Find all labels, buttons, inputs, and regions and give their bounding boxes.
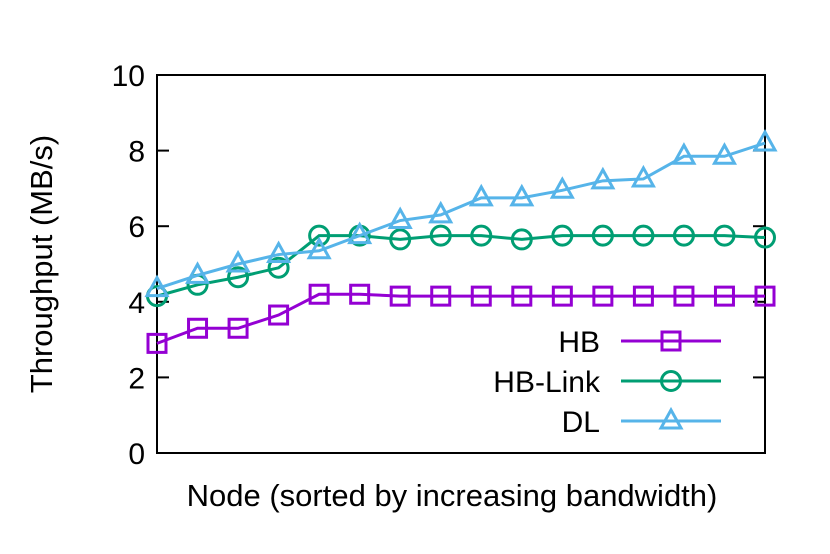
- data-point: [632, 224, 655, 247]
- data-point: [308, 283, 330, 305]
- y-axis: 0 2 4 6 8 10: [112, 60, 765, 471]
- series-line: [156, 234, 766, 298]
- data-point: [672, 224, 695, 247]
- data-point: [268, 304, 290, 326]
- legend-marker: [658, 406, 684, 430]
- data-point: [146, 332, 168, 354]
- data-point: [470, 285, 492, 307]
- data-point: [187, 317, 209, 339]
- data-point: [592, 285, 614, 307]
- data-point: [144, 274, 170, 298]
- data-point: [752, 128, 778, 152]
- data-point: [590, 166, 616, 190]
- legend-marker: [660, 330, 682, 352]
- data-point: [711, 142, 738, 165]
- series-hb-link: [146, 224, 776, 308]
- data-point: [754, 285, 776, 307]
- x-axis-label: Node (sorted by increasing bandwidth): [187, 478, 718, 513]
- data-point: [184, 261, 211, 284]
- data-point: [267, 256, 290, 279]
- data-point: [713, 224, 736, 247]
- data-point: [428, 200, 454, 224]
- data-point: [551, 285, 573, 307]
- data-point: [511, 285, 533, 307]
- data-point: [266, 240, 292, 264]
- data-point: [509, 183, 535, 207]
- data-point: [632, 285, 654, 307]
- legend-label: DL: [562, 406, 600, 439]
- data-point: [389, 285, 411, 307]
- series-layer: [144, 128, 778, 354]
- y-tick-label: 2: [128, 362, 145, 395]
- data-point: [429, 224, 452, 247]
- data-point: [347, 221, 373, 245]
- y-tick-label: 8: [128, 136, 145, 169]
- legend-label: HB-Link: [493, 366, 601, 399]
- data-point: [549, 176, 575, 199]
- data-point: [430, 285, 452, 307]
- legend-marker: [660, 370, 682, 392]
- data-point: [227, 266, 250, 289]
- data-point: [671, 142, 697, 165]
- series-dl: [144, 128, 778, 298]
- data-point: [630, 164, 656, 188]
- data-point: [673, 285, 695, 307]
- data-point: [387, 206, 413, 230]
- data-point: [551, 224, 574, 247]
- data-point: [468, 183, 494, 207]
- y-tick-label: 10: [112, 60, 145, 93]
- y-tick-label: 6: [128, 211, 145, 244]
- series-line: [156, 292, 765, 345]
- plot-frame: [156, 74, 766, 454]
- series-line: [156, 141, 766, 290]
- data-point: [225, 249, 251, 273]
- y-tick-label: 4: [128, 287, 145, 320]
- data-point: [510, 228, 533, 251]
- data-point: [306, 236, 332, 260]
- data-point: [591, 224, 614, 247]
- data-point: [470, 224, 493, 247]
- data-point: [713, 285, 735, 307]
- data-point: [389, 228, 412, 251]
- series-hb: [146, 283, 776, 354]
- y-axis-label: Throughput (MB/s): [24, 135, 59, 393]
- data-point: [349, 283, 371, 305]
- data-point: [227, 317, 249, 339]
- y-tick-label: 0: [128, 438, 145, 471]
- legend-label: HB: [558, 326, 600, 359]
- data-point: [308, 224, 331, 247]
- data-point: [754, 226, 776, 249]
